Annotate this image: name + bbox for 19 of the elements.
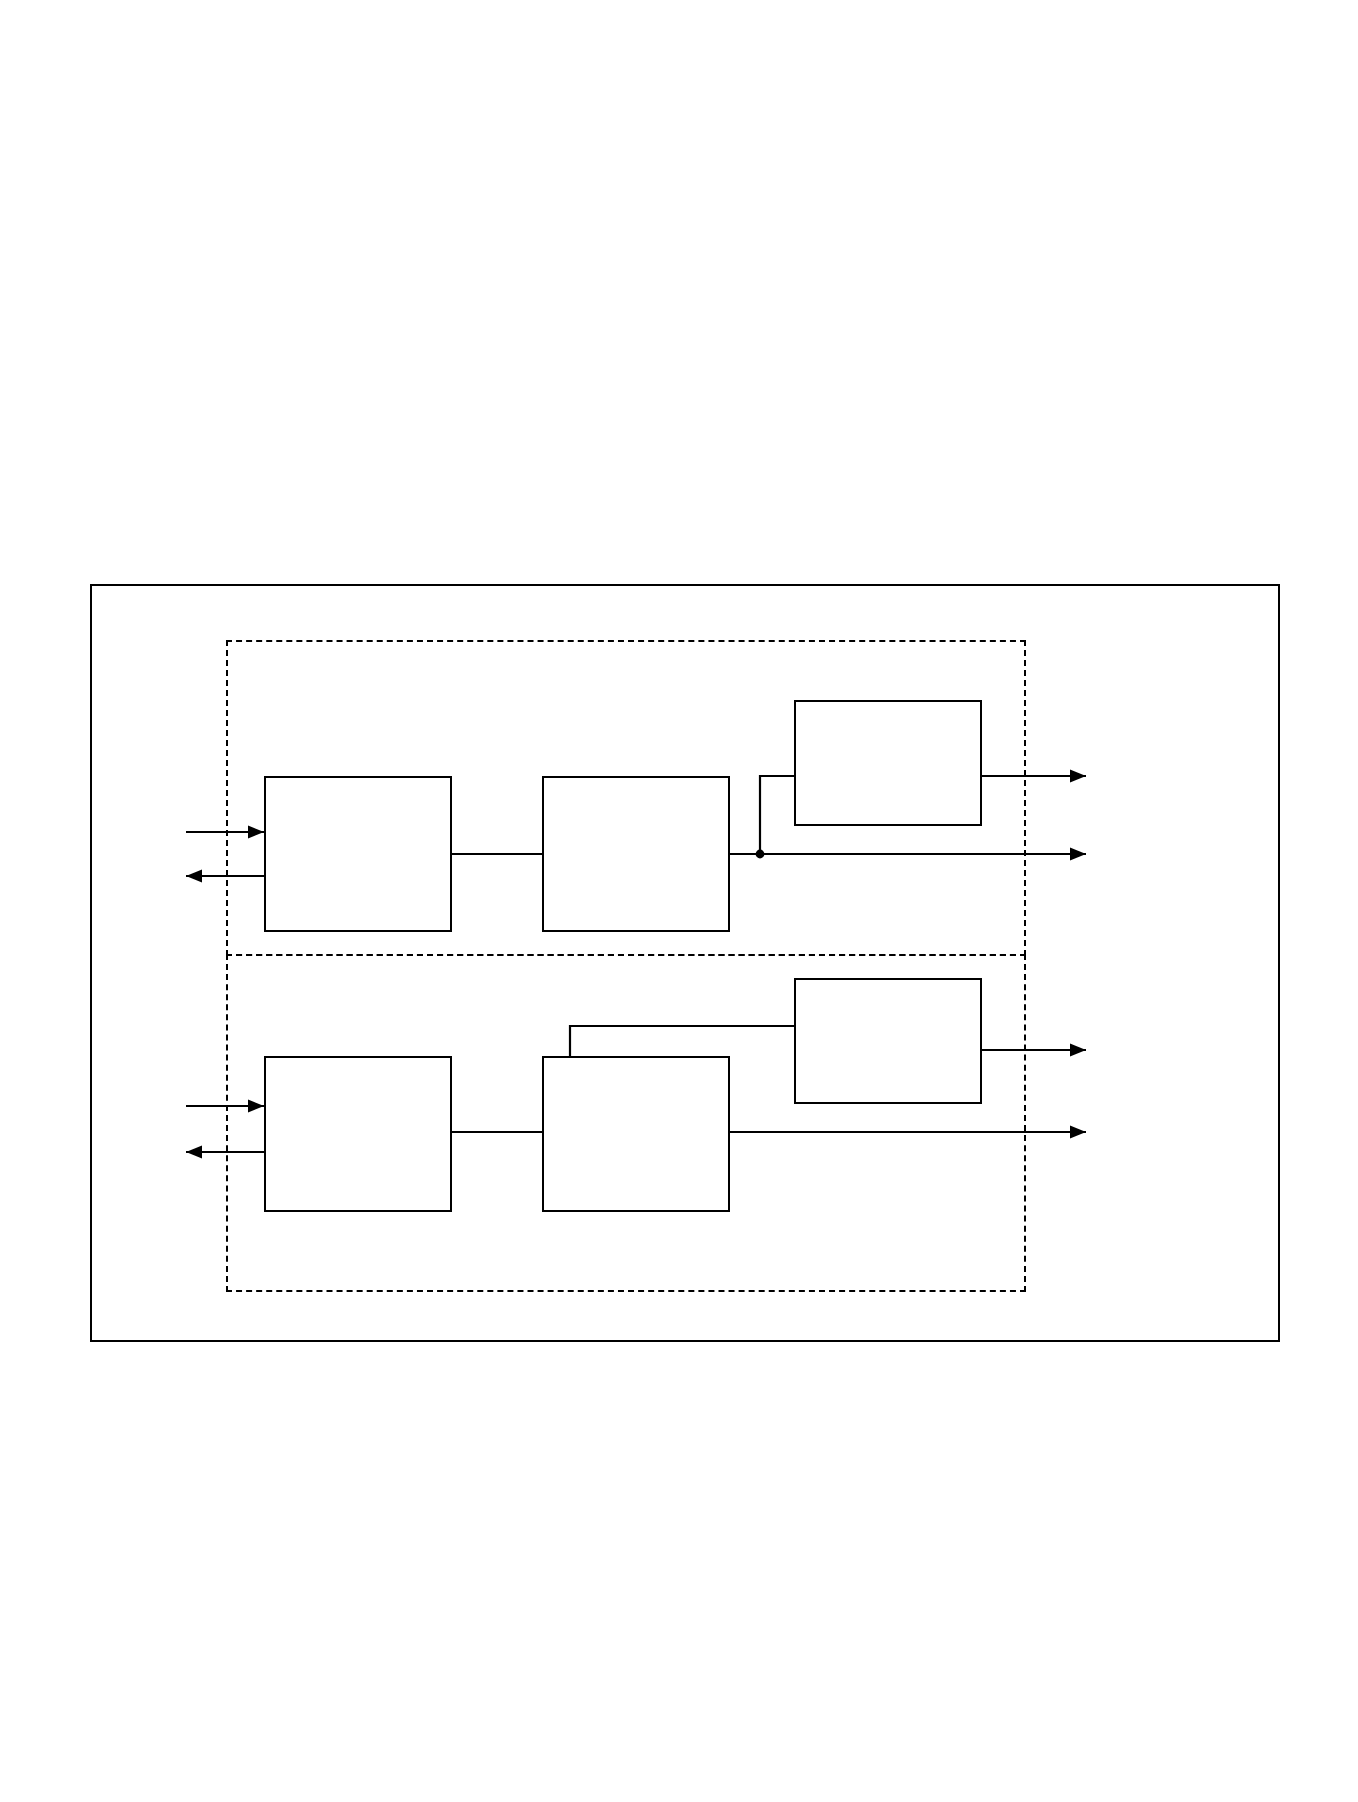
group-box: [226, 954, 1026, 1292]
arrow: [186, 869, 264, 883]
block-box: [794, 700, 982, 826]
arrow: [186, 1145, 264, 1159]
arrow: [186, 1099, 264, 1113]
block-box: [794, 978, 982, 1104]
outer-frame: [90, 584, 1280, 1342]
block-box: [542, 776, 730, 932]
connector-line: [568, 1024, 794, 1056]
block-box: [264, 776, 452, 932]
group-box: [226, 640, 1026, 956]
block-box: [542, 1056, 730, 1212]
connector-line: [452, 852, 542, 856]
arrow: [982, 1043, 1086, 1057]
arrow: [982, 769, 1086, 783]
arrow: [186, 825, 264, 839]
connector-line: [452, 1130, 542, 1134]
block-box: [264, 1056, 452, 1212]
arrow: [730, 1125, 1086, 1139]
